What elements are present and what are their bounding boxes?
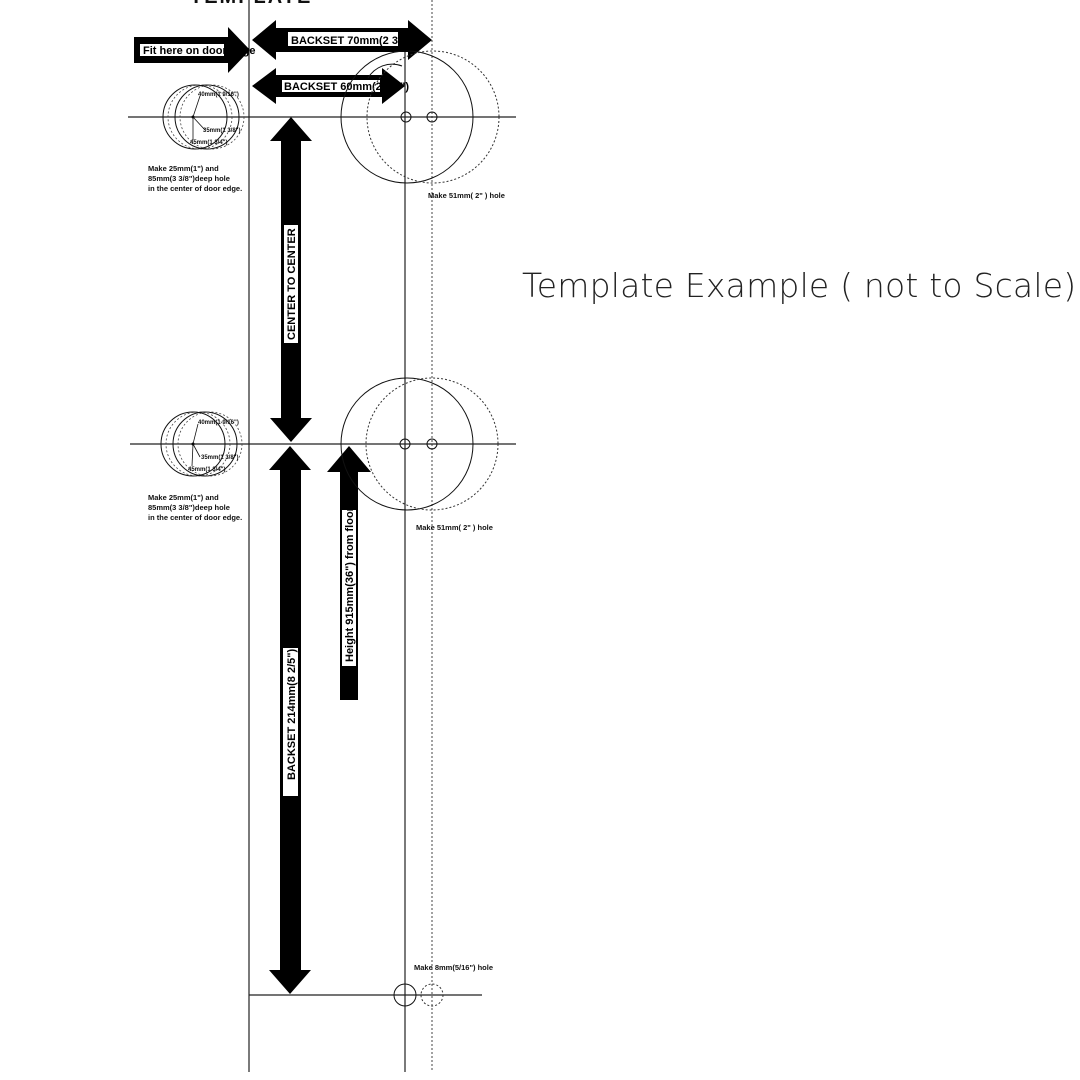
lower-d45-label: 45mm(1 3/4")	[188, 467, 226, 473]
upper-d35-label: 35mm(1 3/8")	[203, 128, 241, 134]
backset-214-arrow: BACKSET 214mm(8 2/5")	[269, 446, 311, 994]
center-to-center-label: CENTER TO CENTER 127mm( 5" )	[286, 162, 298, 340]
height-from-floor-arrow: Height 915mm(36") from floor	[327, 446, 371, 700]
upper-face-hole	[340, 50, 500, 184]
lower-note-line2: 85mm(3 3/8")deep hole	[148, 503, 230, 512]
center-to-center-arrow: CENTER TO CENTER 127mm( 5" )	[270, 117, 312, 442]
upper-d40-label: 40mm(1 9/16")	[198, 92, 239, 98]
fit-door-edge-arrow: Fit here on door edge	[134, 27, 255, 73]
lower-edge-hole	[160, 411, 243, 477]
small-hole-note: Make 8mm(5/16") hole	[414, 963, 493, 972]
lower-note-line3: in the center of door edge.	[148, 513, 242, 522]
lower-d40-label: 40mm(1 9/16")	[198, 420, 239, 426]
clipped-header-title: TEMPLATE	[190, 0, 312, 9]
backset-70-label: BACKSET 70mm(2 3/4")	[291, 35, 416, 47]
upper-edge-hole	[162, 84, 245, 150]
small-holes	[393, 983, 444, 1007]
lower-note-line1: Make 25mm(1") and	[148, 493, 219, 502]
backset-60-label: BACKSET 60mm(2 3/8")	[284, 81, 409, 93]
upper-face-hole-note: Make 51mm( 2" ) hole	[428, 191, 505, 200]
backset-214-label: BACKSET 214mm(8 2/5")	[286, 649, 298, 780]
lower-face-hole	[340, 377, 499, 511]
upper-note-line3: in the center of door edge.	[148, 184, 242, 193]
backset-70-arrow: BACKSET 70mm(2 3/4")	[252, 20, 432, 60]
backset-60-arrow: BACKSET 60mm(2 3/8")	[252, 68, 409, 104]
lower-face-hole-note: Make 51mm( 2" ) hole	[416, 523, 493, 532]
lower-d35-label: 35mm(1 3/8")	[201, 455, 239, 461]
upper-d45-label: 45mm(1 3/4")	[190, 140, 228, 146]
upper-note-line2: 85mm(3 3/8")deep hole	[148, 174, 230, 183]
height-label: Height 915mm(36") from floor	[344, 506, 356, 662]
fit-door-edge-label: Fit here on door edge	[143, 45, 255, 57]
template-caption: Template Example ( not to Scale)	[522, 266, 1077, 305]
upper-note-line1: Make 25mm(1") and	[148, 164, 219, 173]
